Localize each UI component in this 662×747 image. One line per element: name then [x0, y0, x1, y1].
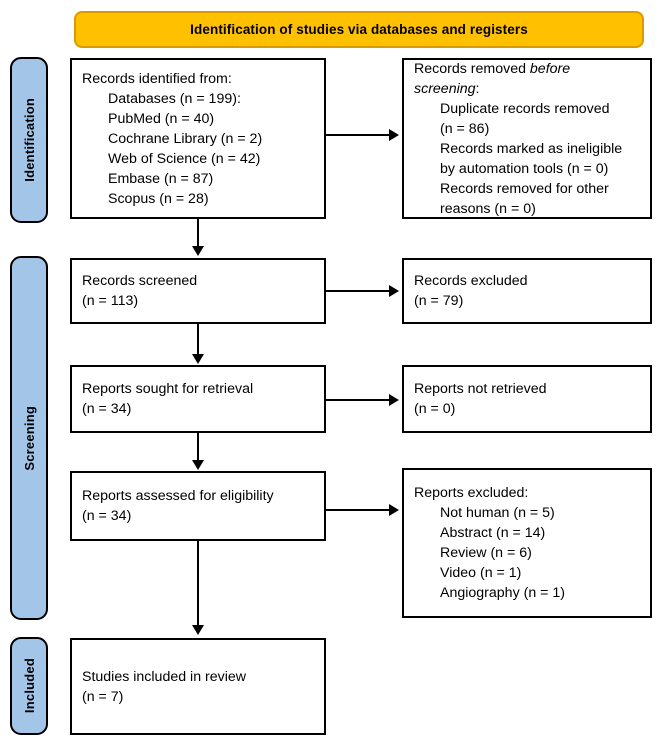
box-reports-sought: Reports sought for retrieval (n = 34): [70, 365, 326, 433]
arrowhead-assessed-to-excluded: [389, 504, 399, 516]
box-reports-assessed: Reports assessed for eligibility (n = 34…: [70, 471, 326, 541]
arrowhead-screened-to-sought: [192, 354, 204, 364]
box-line: (n = 7): [82, 688, 124, 705]
box-line: Reports not retrieved: [414, 381, 547, 397]
box-line: Studies included in review: [82, 668, 247, 685]
box-line: Review (n = 6): [440, 545, 532, 561]
connector-sought-to-assessed: [197, 433, 199, 463]
stage-tab-label-screening: Screening: [21, 405, 37, 471]
box-line-emphasis: before: [529, 60, 571, 77]
box-line: screening:: [414, 79, 640, 99]
box-line: (n = 0): [414, 401, 456, 417]
box-line: Records screened: [82, 273, 198, 289]
arrowhead-sought-to-assessed: [192, 460, 204, 470]
box-line: PubMed (n = 40): [108, 110, 215, 127]
stage-tab-label-identification: Identification: [21, 98, 37, 182]
box-line: Records identified from:: [82, 70, 232, 87]
box-line: Scopus (n = 28): [108, 190, 209, 207]
stage-tab-label-included: Included: [21, 658, 37, 714]
connector-assessed-to-included: [197, 541, 199, 627]
box-reports-excluded: Reports excluded: Not human (n = 5) Abst…: [402, 468, 652, 618]
box-line: Reports sought for retrieval: [82, 381, 254, 397]
box-line: Reports excluded:: [414, 485, 529, 501]
connector-assessed-to-excluded: [326, 509, 390, 511]
box-line: Databases (n = 199):: [108, 90, 241, 107]
box-line: (n = 34): [82, 508, 132, 524]
arrowhead-identified-to-removed: [389, 129, 399, 141]
box-reports-not-retrieved: Reports not retrieved (n = 0): [402, 365, 652, 433]
box-line: Records excluded: [414, 273, 528, 289]
box-line: by automation tools (n = 0): [440, 160, 609, 177]
arrowhead-assessed-to-included: [192, 625, 204, 635]
box-line: Cochrane Library (n = 2): [108, 130, 263, 147]
box-line: Angiography (n = 1): [440, 585, 566, 601]
box-line: Web of Science (n = 42): [108, 150, 261, 167]
box-line: Abstract (n = 14): [440, 525, 546, 541]
arrowhead-screened-to-excluded: [389, 285, 399, 297]
box-studies-included: Studies included in review (n = 7): [70, 638, 326, 735]
box-records-removed-before-screening: Records removed before screening: Duplic…: [402, 58, 652, 219]
stage-tab-identification: Identification: [10, 57, 48, 223]
connector-identified-to-removed: [326, 134, 390, 136]
arrowhead-sought-to-not-retrieved: [389, 394, 399, 406]
box-line: Not human (n = 5): [440, 505, 555, 521]
connector-sought-to-not-retrieved: [326, 399, 390, 401]
box-line: Records removed for other: [440, 180, 609, 197]
arrowhead-identified-to-screened: [192, 246, 204, 256]
box-line: (n = 113): [82, 293, 139, 309]
box-line-text: :: [475, 80, 480, 97]
box-line: reasons (n = 0): [440, 200, 536, 217]
connector-identified-to-screened: [197, 219, 199, 249]
stage-tab-included: Included: [10, 637, 48, 735]
box-line: Video (n = 1): [440, 565, 522, 581]
box-line-text: Records removed: [414, 60, 530, 77]
box-line-emphasis: screening: [414, 80, 476, 97]
box-line: (n = 86): [440, 120, 490, 137]
box-records-excluded: Records excluded (n = 79): [402, 258, 652, 324]
box-line: Duplicate records removed: [440, 100, 610, 117]
box-line: (n = 79): [414, 293, 464, 309]
box-line: Records marked as ineligible: [440, 140, 623, 157]
box-records-screened: Records screened (n = 113): [70, 258, 326, 324]
stage-tab-screening: Screening: [10, 256, 48, 620]
box-line: Reports assessed for eligibility: [82, 488, 274, 504]
connector-screened-to-excluded: [326, 290, 390, 292]
box-line: Embase (n = 87): [108, 170, 214, 187]
box-line: (n = 34): [82, 401, 132, 417]
box-line: Records removed before: [414, 59, 640, 79]
box-records-identified: Records identified from: Databases (n = …: [70, 58, 326, 219]
phase-banner-identification: Identification of studies via databases …: [74, 11, 644, 48]
phase-banner-label: Identification of studies via databases …: [190, 22, 528, 37]
connector-screened-to-sought: [197, 324, 199, 357]
